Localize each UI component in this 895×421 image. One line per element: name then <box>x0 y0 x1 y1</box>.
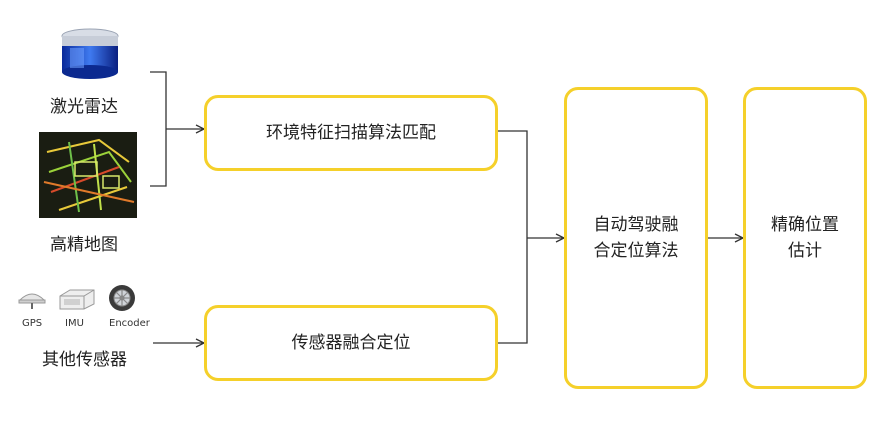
hdmap-label: 高精地图 <box>50 235 118 255</box>
lidar-sensor-icon <box>61 28 119 79</box>
precise-position-box: 精确位置 估计 <box>743 87 867 389</box>
fusion-algorithm-line1: 自动驾驶融 <box>593 214 679 235</box>
hd-map-image <box>39 132 137 218</box>
imu-label: IMU <box>65 318 84 329</box>
imu-device-icon <box>59 289 95 310</box>
encoder-wheel-icon <box>109 285 135 311</box>
fusion-algorithm-box: 自动驾驶融 合定位算法 <box>564 87 708 389</box>
encoder-label: Encoder <box>109 318 150 329</box>
precise-position-line2: 估计 <box>788 241 822 261</box>
gps-antenna-icon <box>18 293 46 309</box>
sensor-fusion-label: 传感器融合定位 <box>291 332 411 353</box>
fusion-algorithm-line2: 合定位算法 <box>593 241 679 261</box>
sensors-label: 其他传感器 <box>42 350 127 370</box>
lidar-label: 激光雷达 <box>50 97 118 117</box>
precise-position-line1: 精确位置 <box>771 214 839 235</box>
env-feature-matching-box: 环境特征扫描算法匹配 <box>204 95 498 171</box>
gps-label: GPS <box>22 318 43 329</box>
sensor-fusion-box: 传感器融合定位 <box>204 305 498 381</box>
env-feature-matching-label: 环境特征扫描算法匹配 <box>266 122 436 143</box>
